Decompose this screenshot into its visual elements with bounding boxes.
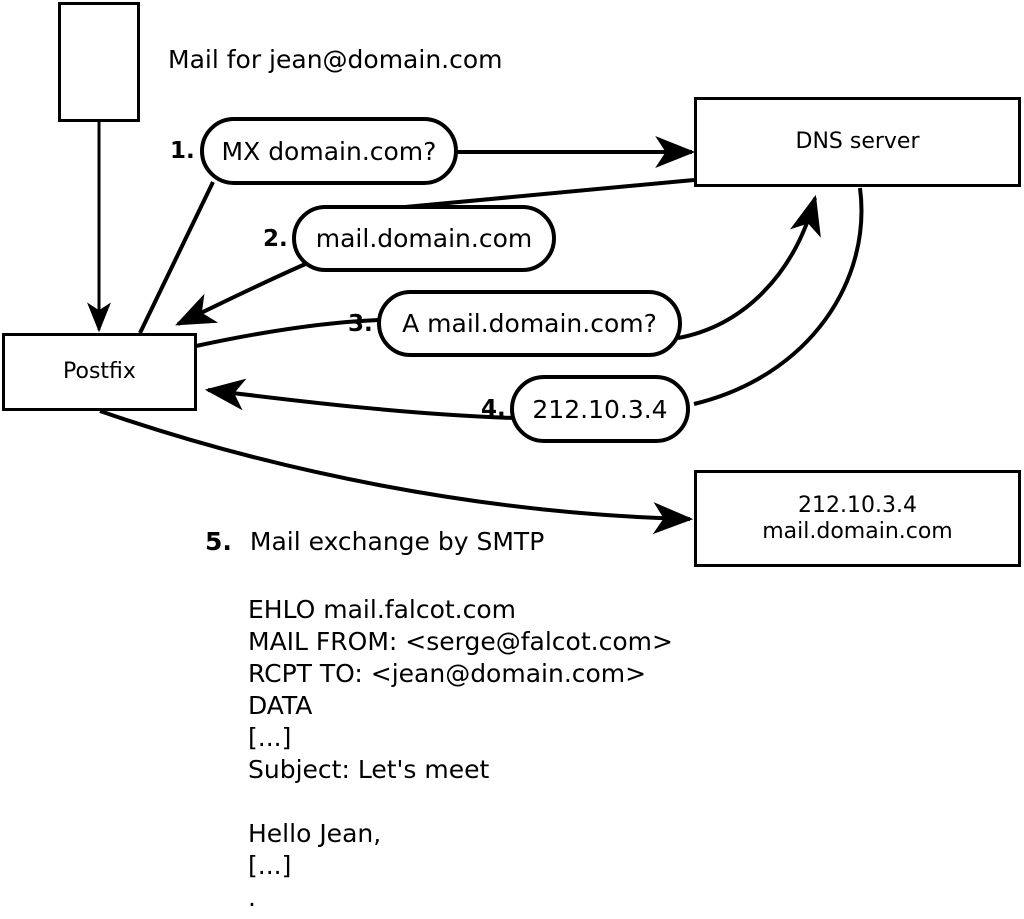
node-postfix[interactable]: Postfix [2,333,197,411]
dns-server-label: DNS server [795,129,920,155]
smtp-transcript-line: RCPT TO: <jean@domain.com> [248,659,647,688]
node-dns-server[interactable]: DNS server [694,97,1021,187]
step-1-label: MX domain.com? [221,136,437,166]
smtp-transcript-line: [...] [248,851,292,880]
connector-step4-to-postfix [204,378,515,420]
mail-server-ip: 212.10.3.4 [798,492,917,518]
connector-dns-to-step4 [693,187,864,406]
step-5-label: Mail exchange by SMTP [249,527,545,556]
step-5-number: 5. [205,527,232,556]
step-4-bubble[interactable]: 212.10.3.4 [510,375,690,443]
step-1-bubble[interactable]: MX domain.com? [200,117,458,185]
smtp-transcript-line: Subject: Let's meet [248,755,490,784]
step-3-label: A mail.domain.com? [402,309,657,338]
connector-step3-to-dns [677,194,821,340]
smtp-transcript-line: . [248,883,256,912]
step-1-number: 1. [170,138,195,164]
step-2-number: 2. [263,226,288,252]
step-3-bubble[interactable]: A mail.domain.com? [377,290,682,357]
smtp-transcript-line: EHLO mail.falcot.com [248,595,517,624]
mail-for-annotation: Mail for jean@domain.com [168,45,503,74]
smtp-transcript-line: Hello Jean, [248,819,382,848]
step-2-label: mail.domain.com [315,224,533,253]
step-4-number: 4. [481,396,506,422]
step-3-number: 3. [348,311,373,337]
node-mail-server[interactable]: 212.10.3.4 mail.domain.com [694,470,1021,567]
step-2-bubble[interactable]: mail.domain.com [292,205,556,272]
smtp-transcript-line: DATA [248,691,313,720]
postfix-label: Postfix [63,359,136,385]
smtp-transcript-line: MAIL FROM: <serge@falcot.com> [248,627,673,656]
connector-postfix-to-step1 [138,181,215,334]
smtp-transcript-line [248,786,673,818]
mail-server-hostname: mail.domain.com [762,518,953,544]
node-mail-client[interactable] [58,2,140,122]
connector-step2-to-postfix [175,260,311,326]
step-5-caption: 5. Mail exchange by SMTP [205,527,544,556]
step-4-label: 212.10.3.4 [532,394,668,424]
smtp-transcript-line: [...] [248,723,292,752]
